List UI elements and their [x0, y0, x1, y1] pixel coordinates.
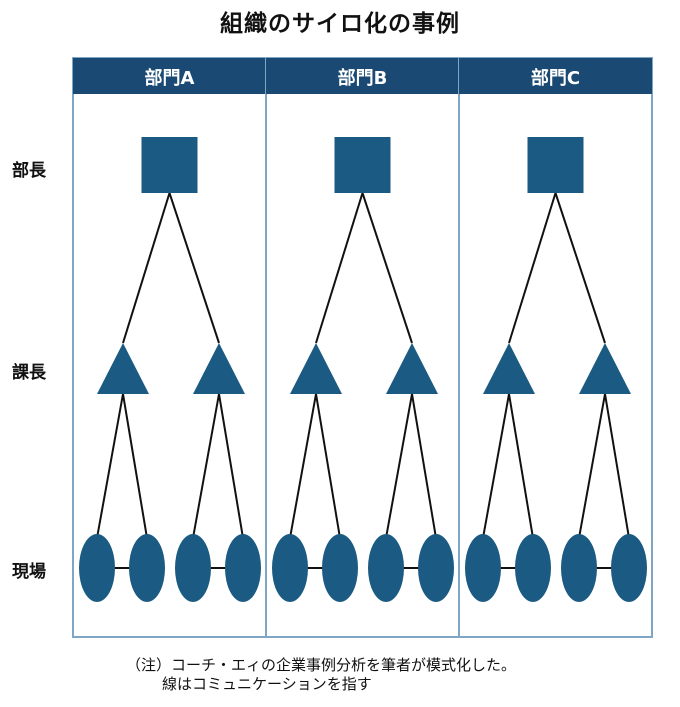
line-chief-to-staff-2-2-1: [385, 393, 413, 539]
staff-ellipse-2-2-1: [368, 534, 404, 602]
line-manager-to-section-chief-2-2: [361, 192, 413, 344]
line-chief-to-staff-1-2-2: [218, 393, 244, 539]
role-label-genba: 現場: [12, 562, 46, 582]
manager-square-3: [527, 137, 584, 193]
footnote-line-2: 線はコミュニケーションを指す: [162, 675, 372, 693]
department-header-3: [459, 58, 652, 94]
staff-ellipse-3-2-2: [611, 534, 647, 602]
section-chief-triangle-3-2: [579, 343, 631, 394]
line-chief-to-staff-2-2-2: [411, 393, 437, 539]
department-name-1: 部門A: [145, 67, 195, 89]
footnote-line-1: （注）コーチ・エィの企業事例分析を筆者が模式化した。: [126, 656, 517, 674]
staff-ellipse-1-2-2: [225, 534, 261, 602]
line-chief-to-staff-2-1-1: [289, 393, 317, 539]
staff-ellipse-3-1-1: [465, 534, 501, 602]
line-chief-to-staff-3-1-1: [482, 393, 510, 539]
staff-ellipse-1-2-1: [175, 534, 211, 602]
staff-ellipse-3-1-2: [515, 534, 551, 602]
diagram-title: 組織のサイロ化の事例: [220, 11, 460, 37]
footnote: （注）コーチ・エィの企業事例分析を筆者が模式化した。 線はコミュニケーションを指…: [126, 656, 516, 694]
department-header-2: [266, 58, 459, 94]
line-manager-to-section-chief-1-1: [122, 192, 171, 344]
staff-ellipse-2-1-2: [322, 534, 358, 602]
role-label-kacho: 課長: [12, 363, 46, 383]
section-chief-triangle-2-2: [386, 343, 438, 394]
department-header-1: [73, 58, 266, 94]
staff-ellipse-2-2-2: [418, 534, 454, 602]
line-manager-to-section-chief-1-2: [168, 192, 220, 344]
department-name-2: 部門B: [338, 67, 388, 89]
staff-ellipse-1-1-2: [129, 534, 165, 602]
line-chief-to-staff-1-1-1: [96, 393, 124, 539]
manager-square-1: [141, 137, 198, 193]
line-chief-to-staff-2-1-2: [315, 393, 341, 539]
staff-ellipse-1-1-1: [79, 534, 115, 602]
line-chief-to-staff-1-1-2: [122, 393, 148, 539]
line-manager-to-section-chief-3-2: [554, 192, 606, 344]
line-manager-to-section-chief-2-1: [315, 192, 364, 344]
department-name-3: 部門C: [531, 67, 580, 89]
line-chief-to-staff-3-2-2: [604, 393, 630, 539]
section-chief-triangle-3-1: [483, 343, 535, 394]
line-chief-to-staff-3-2-1: [578, 393, 606, 539]
staff-ellipse-3-2-1: [561, 534, 597, 602]
section-chief-triangle-2-1: [290, 343, 342, 394]
staff-ellipse-2-1-1: [272, 534, 308, 602]
section-chief-triangle-1-1: [97, 343, 149, 394]
section-chief-triangle-1-2: [193, 343, 245, 394]
role-label-bucho: 部長: [12, 161, 46, 181]
line-chief-to-staff-1-2-1: [192, 393, 220, 539]
line-chief-to-staff-3-1-2: [508, 393, 534, 539]
line-manager-to-section-chief-3-1: [508, 192, 557, 344]
manager-square-2: [334, 137, 391, 193]
